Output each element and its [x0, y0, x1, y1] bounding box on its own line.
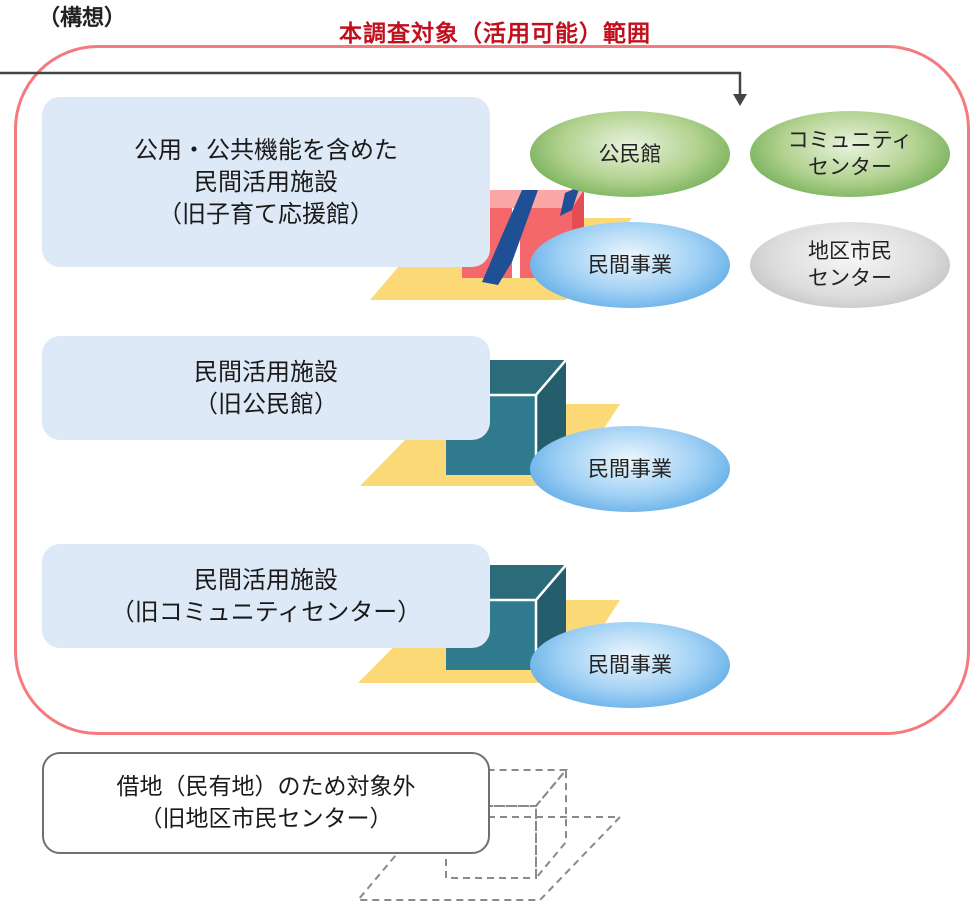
ellipse-private-business-2: 民間事業	[530, 426, 730, 512]
ellipse-private-business-3: 民間事業	[530, 622, 730, 708]
community-label-line2: センター	[808, 155, 892, 179]
walkway-accent	[560, 186, 580, 216]
facility-1-line1: 公用・公共機能を含めた	[134, 136, 398, 164]
facility-2-line2: （旧公民館）	[194, 390, 338, 418]
private-business-label-3: 民間事業	[588, 652, 672, 677]
plan-note: （構想）	[38, 6, 127, 31]
private-business-label-2: 民間事業	[588, 456, 672, 481]
excluded-facility-box: 借地（民有地）のため対象外 （旧地区市民センター）	[42, 752, 490, 854]
kominkan-label: 公民館	[598, 141, 662, 166]
walkway-shape	[482, 190, 538, 285]
community-label-line1: コミュニティ	[787, 128, 913, 152]
ellipse-private-business-1: 民間事業	[530, 222, 730, 308]
excluded-line1: 借地（民有地）のため対象外	[116, 774, 416, 800]
facility-label-3: 民間活用施設 （旧コミュニティセンター）	[42, 544, 490, 648]
facility-3-line2: （旧コミュニティセンター）	[110, 598, 422, 626]
facility-1-line2: 民間活用施設	[194, 168, 338, 196]
chiku-label-line2: センター	[808, 266, 892, 290]
arrow-head	[733, 94, 747, 106]
chiku-label-line1: 地区市民	[808, 239, 892, 263]
facility-label-2: 民間活用施設 （旧公民館）	[42, 336, 490, 440]
facility-2-line1: 民間活用施設	[194, 358, 338, 386]
private-business-label-1: 民間事業	[588, 252, 672, 277]
ellipse-community-center: コミュニティ センター	[750, 111, 950, 197]
facility-label-1: 公用・公共機能を含めた 民間活用施設 （旧子育て応援館）	[42, 97, 490, 267]
scope-frame	[14, 45, 970, 735]
connector-arrow	[0, 71, 742, 96]
ellipse-chiku-center: 地区市民 センター	[750, 222, 950, 308]
facility-3-line1: 民間活用施設	[194, 566, 338, 594]
excluded-line2: （旧地区市民センター）	[139, 806, 393, 832]
ellipse-kominkan: 公民館	[530, 111, 730, 197]
scope-title: 本調査対象（活用可能）範囲	[339, 21, 651, 47]
facility-1-line3: （旧子育て応援館）	[158, 200, 374, 228]
